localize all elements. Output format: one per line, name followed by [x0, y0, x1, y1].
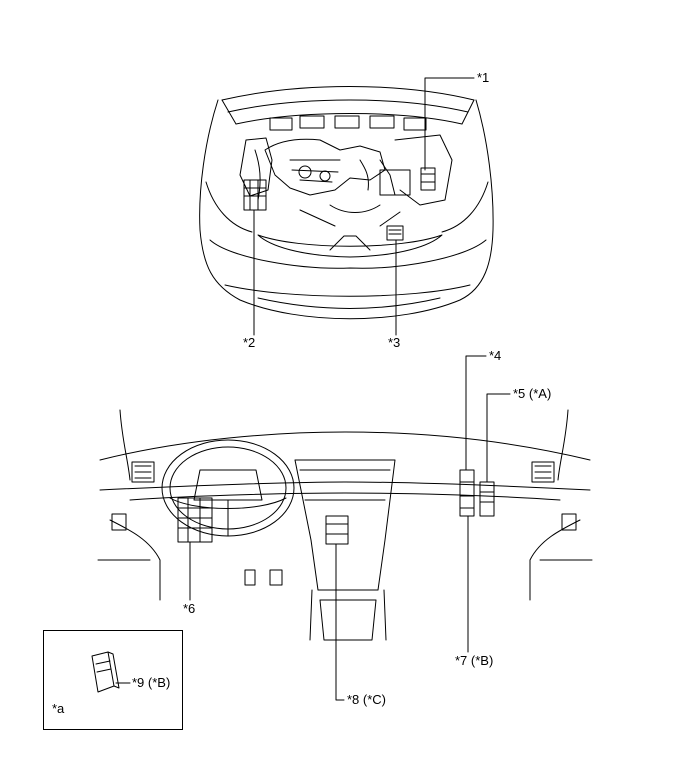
engine-compartment-illustration — [199, 77, 494, 336]
callout-1: *1 — [477, 70, 490, 85]
callout-9: *9 (*B) — [132, 675, 171, 690]
inset-frame — [43, 630, 183, 730]
callout-5: *5 (*A) — [513, 386, 552, 401]
instrument-panel-illustration — [97, 355, 593, 701]
callout-7: *7 (*B) — [455, 653, 494, 668]
callout-3: *3 — [388, 335, 401, 350]
callout-4: *4 — [489, 348, 502, 363]
inset-illustration — [91, 651, 131, 693]
callout-8: *8 (*C) — [347, 692, 387, 707]
callout-6: *6 — [183, 601, 196, 616]
callout-a: *a — [52, 701, 65, 716]
callout-2: *2 — [243, 335, 256, 350]
